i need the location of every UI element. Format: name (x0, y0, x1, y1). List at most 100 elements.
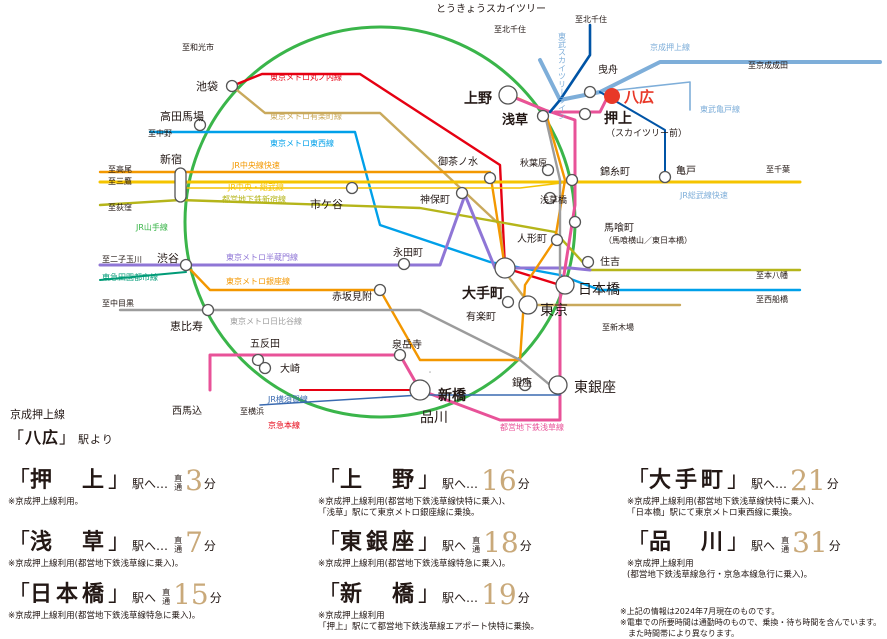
route-close-quote: 」 (418, 582, 441, 607)
label-nagatacho: 永田町 (393, 246, 423, 259)
route-minutes: 19 (481, 578, 517, 611)
rail-lines (98, 23, 882, 422)
direct-badge: 直通 (174, 474, 182, 492)
station-kameido (658, 170, 672, 184)
line-label-tobu-skytree: 東武スカイツリーライン (558, 31, 567, 120)
footnote-line: ※上記の情報は2024年7月現在のものです。 (620, 607, 780, 616)
station-hikifune (583, 85, 597, 99)
line-den-en-toshi (99, 271, 187, 281)
label-ichigaya: 市ケ谷 (310, 197, 343, 211)
line-asakusa (208, 93, 577, 422)
route-minutes-unit: 分 (203, 477, 216, 491)
station-nagatacho (397, 257, 411, 271)
route-destination: 東銀座 (340, 530, 419, 555)
station-shinjuku (174, 167, 187, 203)
station-ginza (518, 378, 532, 392)
label-ochanomizu: 御茶ノ水 (438, 155, 478, 168)
dir-kitasenju-a: 至北千住 (494, 24, 526, 34)
label-asakusabashi: 浅草橋 (540, 194, 567, 206)
route-note: ※京成押上線利用。 (8, 497, 84, 507)
label-oshiage: 押上 (604, 110, 632, 127)
direct-label-top: 直 (162, 588, 171, 597)
line-label-chuo-rapid: JR中央線快速 (231, 160, 280, 170)
route-eki-suffix: 駅へ (132, 591, 157, 605)
route-eki-suffix: 駅へ (751, 539, 776, 553)
dir-keisei-narita: 至京成成田 (748, 60, 788, 70)
route-minutes: 16 (481, 464, 517, 497)
label-yahiro: 八広 (623, 88, 654, 106)
route-minutes-unit: 分 (828, 539, 841, 553)
line-label-ginza: 東京メトロ銀座線 (226, 276, 290, 286)
dir-chiba: 至千葉 (766, 164, 790, 174)
station-akihabara (541, 163, 555, 177)
direct-badge: 直通 (174, 536, 182, 554)
direct-label-top: 直 (174, 536, 183, 545)
direct-badge: 直通 (472, 536, 480, 554)
route-eki-suffix: 駅へ… (132, 539, 169, 553)
label-hikifune: 曳舟 (598, 63, 618, 76)
label-jimbocho: 神保町 (420, 193, 450, 206)
dir-shinkiba: 至新木場 (602, 322, 634, 332)
direct-badge: 直通 (781, 536, 789, 554)
route-minutes-unit: 分 (826, 477, 839, 491)
route-minutes: 15 (173, 578, 209, 611)
station-otemachi (494, 257, 516, 279)
route-open-quote: 「 (318, 582, 341, 607)
dir-futako: 至二子玉川 (102, 255, 142, 264)
label-higashiginza: 東銀座 (574, 380, 616, 396)
label-shinbashi: 新橋 (438, 387, 467, 404)
route-note: ※京成押上線利用(都営地下鉄浅草線急行・京急本線急行に乗入)。 (627, 559, 813, 580)
station-nihombashi (555, 275, 575, 295)
station-ningyocho (550, 233, 564, 247)
route-note: ※京成押上線利用(都営地下鉄浅草線特急に乗入)。 (8, 611, 201, 621)
station-shinbashi (409, 379, 431, 401)
dir-nishifunabashi: 至西船橋 (756, 294, 788, 304)
route-destination: 押 上 (30, 468, 109, 493)
direct-label-bottom: 通 (472, 545, 481, 554)
label-ningyocho: 人形町 (517, 233, 547, 245)
line-tobu-skytree (548, 23, 592, 114)
label-sumiyoshi: 住吉 (600, 255, 620, 268)
station-higashiginza (548, 375, 568, 395)
label-osaki: 大崎 (280, 362, 300, 375)
line-label-hanzomon: 東京メトロ半蔵門線 (226, 252, 298, 262)
station-ueno (498, 85, 518, 105)
label-ikebukuro: 池袋 (196, 79, 218, 93)
station-bakurocho (568, 215, 582, 229)
label-takadanobaba: 高田馬場 (160, 109, 204, 123)
station-ikebukuro (225, 79, 239, 93)
route-close-quote: 」 (418, 468, 441, 493)
station-ebisu (201, 303, 215, 317)
route-open-quote: 「 (627, 468, 650, 493)
route-minutes: 31 (792, 526, 828, 559)
label-sengakuji: 泉岳寺 (392, 338, 422, 351)
label-oshiage-sub: （スカイツリー前） (606, 127, 687, 139)
label-bakurocho: 馬喰町 (604, 221, 634, 234)
label-shinagawa: 品川 (420, 410, 448, 426)
direct-label-top: 直 (781, 536, 790, 545)
station-tokyo (518, 295, 538, 315)
route-minutes-unit: 分 (517, 591, 530, 605)
label-nihombashi: 日本橋 (578, 282, 620, 298)
route-minutes-unit: 分 (519, 539, 532, 553)
route-minutes: 18 (483, 526, 519, 559)
dir-nakano: 至中野 (148, 128, 172, 138)
line-shinjuku (98, 198, 802, 272)
label-ebisu: 恵比寿 (170, 319, 203, 333)
label-akasakamitsuke: 赤坂見附 (332, 290, 372, 303)
direct-label-top: 直 (174, 474, 183, 483)
station-osaki (258, 361, 272, 375)
origin-line-label: 京成押上線 (10, 408, 65, 421)
label-otemachi: 大手町 (462, 285, 504, 302)
route-destination: 新 橋 (340, 582, 419, 607)
footnotes: ※上記の情報は2024年7月現在のものです。※電車での所要時間は通勤時のもので、… (620, 606, 881, 639)
dir-kitasenju-b: 至北千住 (575, 14, 607, 24)
line-label-asakusa: 都営地下鉄浅草線 (500, 422, 564, 432)
map-labels: とうきょうスカイツリー池袋高田馬場新宿市ケ谷渋谷恵比寿五反田大崎西馬込品川新橋泉… (102, 3, 790, 432)
route-eki-suffix: 駅へ (442, 539, 467, 553)
direct-label-bottom: 通 (162, 597, 171, 606)
